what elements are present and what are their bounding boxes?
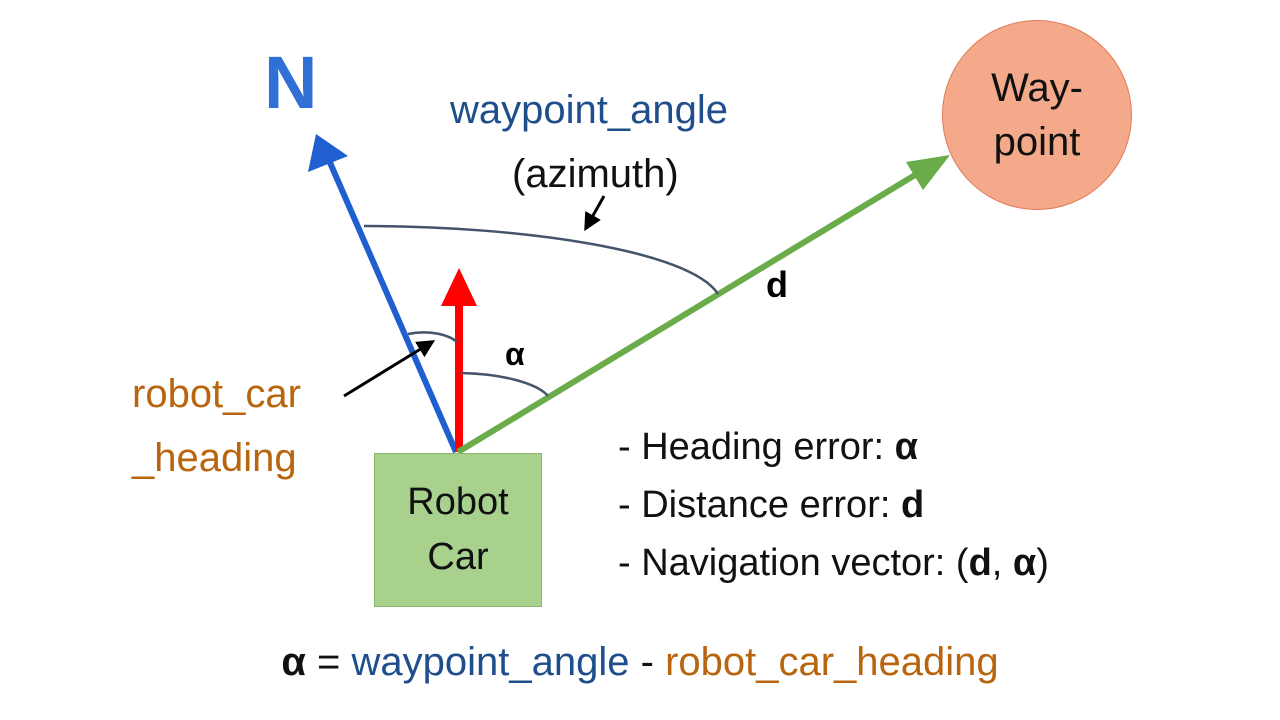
distance-error-symbol: d <box>900 484 925 526</box>
error-list: - Heading error: α - Distance error: d -… <box>618 418 1049 592</box>
robot-car-box: Robot Car <box>374 453 542 607</box>
formula-alpha: α <box>281 640 306 684</box>
formula-minus: - <box>629 640 666 684</box>
alpha-arc <box>460 371 549 397</box>
navigation-vector-sep: , <box>991 542 1013 584</box>
navigation-vector-alpha: α <box>1012 542 1037 584</box>
distance-label: d <box>766 264 788 305</box>
heading-error-item: - Heading error: α <box>618 418 1049 476</box>
heading-label-line1: robot_car <box>132 372 301 416</box>
heading-label-line2: _heading <box>132 436 297 480</box>
heading-pointer <box>343 340 436 398</box>
waypoint-angle-label: waypoint_angle <box>450 88 728 132</box>
distance-arrow <box>456 169 922 455</box>
alpha-formula: α = waypoint_angle - robot_car_heading <box>0 640 1280 685</box>
distance-error-item: - Distance error: d <box>618 476 1049 534</box>
north-arrow-head <box>308 134 348 172</box>
formula-equals: = <box>305 640 352 684</box>
distance-arrow-head <box>906 155 950 190</box>
azimuth-label: (azimuth) <box>512 152 679 196</box>
navigation-vector-close: ) <box>1036 542 1049 584</box>
north-label: N <box>264 41 318 124</box>
alpha-label: α <box>505 336 525 372</box>
formula-waypoint-angle: waypoint_angle <box>351 640 630 684</box>
north-arrow <box>325 156 459 454</box>
heading-arrow-head <box>441 268 477 306</box>
heading-error-text: - Heading error: <box>618 426 895 468</box>
waypoint-label-line2: point <box>993 120 1081 164</box>
formula-robot-car-heading: robot_car_heading <box>665 640 999 684</box>
azimuth-arc <box>363 224 720 295</box>
distance-error-text: - Distance error: <box>618 484 901 526</box>
heading-arc <box>407 331 458 343</box>
navigation-vector-text: - Navigation vector: ( <box>618 542 969 584</box>
heading-error-symbol: α <box>894 426 919 468</box>
waypoint-label-line1: Way- <box>991 66 1083 110</box>
navigation-vector-d: d <box>968 542 992 584</box>
robot-label-line2: Car <box>427 536 489 578</box>
azimuth-pointer <box>584 195 606 232</box>
robot-label-line1: Robot <box>407 480 509 523</box>
navigation-vector-item: - Navigation vector: (d, α) <box>618 534 1049 592</box>
waypoint-circle: Way- point <box>942 20 1132 210</box>
